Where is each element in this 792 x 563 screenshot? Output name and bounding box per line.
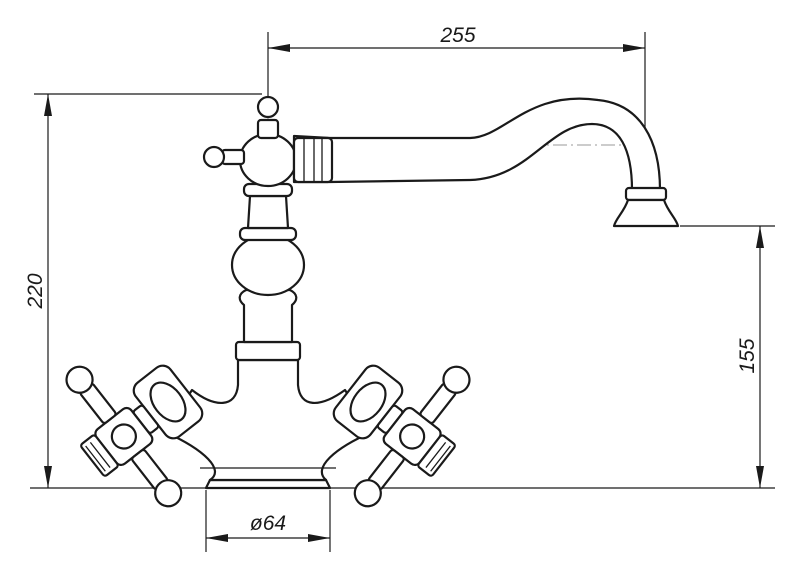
spout (292, 97, 680, 228)
faucet-base (204, 478, 332, 490)
right-cross-handle (332, 364, 471, 508)
top-lever (202, 95, 298, 188)
dimension-base-diameter-label: ø64 (250, 512, 286, 535)
dimension-spout-reach-label: 255 (439, 24, 475, 47)
faucet-body (163, 358, 374, 482)
dimension-total-height-label: 220 (24, 273, 47, 309)
dimension-spout-height-label: 155 (736, 338, 759, 373)
dimension-base-diameter: ø64 (205, 490, 331, 552)
dimension-total-height: 220 (24, 93, 262, 488)
left-cross-handle (65, 364, 204, 508)
dimension-spout-height: 155 (680, 225, 775, 488)
dimension-spout-reach: 255 (267, 24, 646, 128)
faucet-column (230, 182, 306, 362)
